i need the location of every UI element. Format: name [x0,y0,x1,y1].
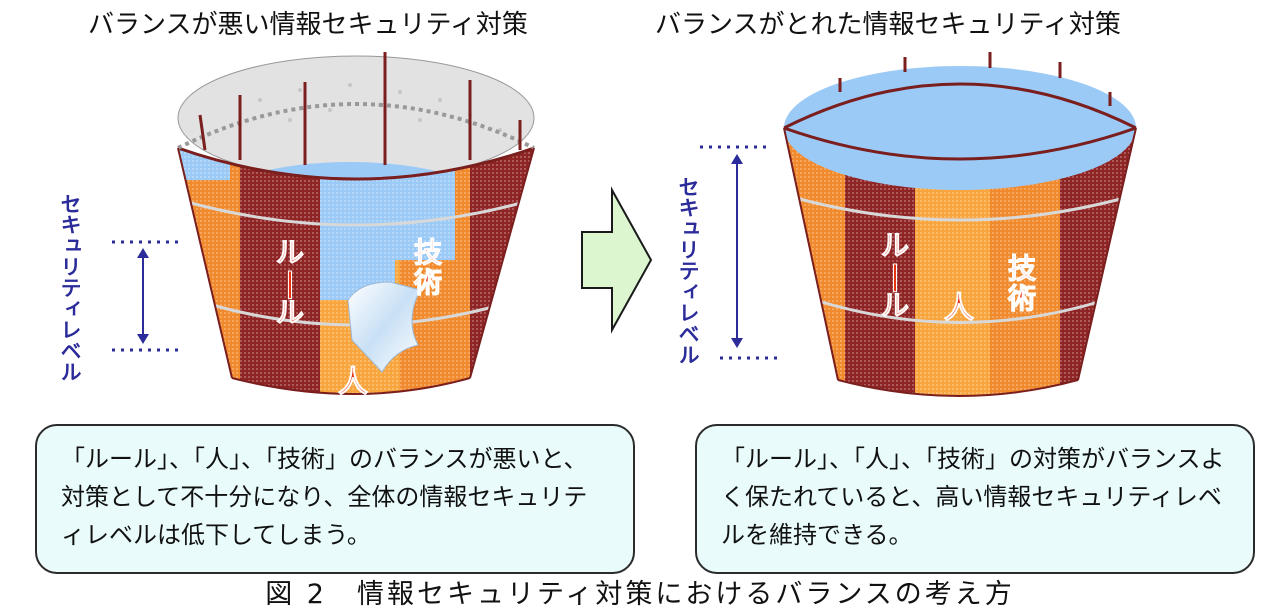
balanced-barrel: ル|ル 人 技術 [700,52,1160,435]
figure-caption: 図 2 情報セキュリティ対策におけるバランスの考え方 [0,572,1280,611]
label-people-left: 人 [338,365,368,400]
security-level-bracket-left [112,242,178,350]
label-people-right: 人 [944,291,974,326]
barrel-interior-left [178,56,534,180]
transition-arrow [582,190,651,330]
security-level-bracket-right [700,147,778,358]
label-tech-right: 技術 [1007,252,1036,315]
security-level-label-right: セキュリティレベル [676,176,700,365]
unbalanced-barrel: ル|ル 人 技術 [112,52,560,440]
title-balanced: バランスがとれた情報セキュリティ対策 [655,4,1121,41]
title-unbalanced: バランスが悪い情報セキュリティ対策 [88,4,528,41]
explanation-box-balanced: 「ルール」、「人」、「技術」の対策がバランスよく保たれていると、高い情報セキュリ… [695,424,1255,574]
label-tech-left: 技術 [413,236,442,299]
explanation-box-unbalanced: 「ルール」、「人」、「技術」のバランスが悪いと、対策として不十分になり、全体の情… [35,424,635,574]
security-level-label-left: セキュリティレベル [58,193,82,382]
